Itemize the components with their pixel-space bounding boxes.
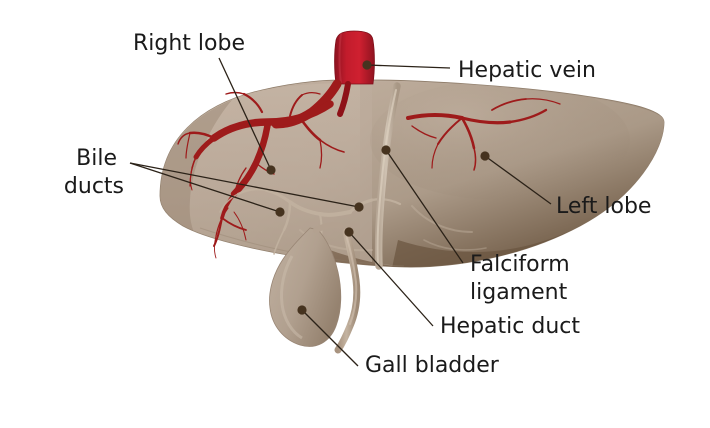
leader-falciform-ligament bbox=[385, 149, 464, 264]
label-gall-bladder: Gall bladder bbox=[365, 353, 500, 378]
label-hepatic-duct: Hepatic duct bbox=[440, 314, 580, 339]
leader-hepatic-duct bbox=[348, 231, 434, 327]
hepatic-duct-tube bbox=[334, 228, 361, 354]
marker-dots bbox=[266, 60, 490, 315]
label-left-lobe: Left lobe bbox=[556, 194, 651, 219]
label-bile-ducts-line-0: Bile bbox=[76, 146, 117, 171]
gallbladder-sac bbox=[269, 222, 343, 347]
label-falciform-ligament-line-1: ligament bbox=[470, 280, 568, 305]
marker-dot-gall-bladder bbox=[297, 305, 307, 315]
leader-right-lobe bbox=[218, 57, 272, 171]
label-falciform-ligament-line-0: Falciform bbox=[470, 252, 570, 277]
labels: Right lobe Hepatic vein Bile ducts Left … bbox=[64, 31, 652, 378]
marker-dot-hepatic-duct bbox=[344, 227, 354, 237]
marker-dot-hepatic-vein bbox=[362, 60, 372, 70]
leader-lines bbox=[129, 57, 552, 367]
label-hepatic-vein-line-0: Hepatic vein bbox=[458, 58, 596, 83]
marker-dot-bile-ducts-lower bbox=[354, 202, 364, 212]
label-right-lobe: Right lobe bbox=[133, 31, 245, 56]
falciform-ligament-band bbox=[374, 82, 401, 270]
label-gall-bladder-line-0: Gall bladder bbox=[365, 353, 500, 378]
label-hepatic-vein: Hepatic vein bbox=[458, 58, 596, 83]
marker-dot-right-lobe bbox=[266, 165, 276, 175]
label-bile-ducts-line-1: ducts bbox=[64, 174, 124, 199]
marker-dot-bile-ducts-upper bbox=[275, 207, 285, 217]
label-bile-ducts: Bile ducts bbox=[64, 146, 124, 199]
leader-gall-bladder bbox=[301, 309, 359, 367]
marker-dot-left-lobe bbox=[480, 151, 490, 161]
leader-hepatic-vein bbox=[366, 64, 451, 69]
leader-bile-ducts-upper bbox=[129, 162, 281, 213]
label-right-lobe-line-0: Right lobe bbox=[133, 31, 245, 56]
left-lobe-vessels bbox=[406, 98, 561, 171]
leader-left-lobe bbox=[484, 155, 552, 205]
leader-bile-ducts-lower bbox=[129, 162, 360, 208]
portal-vein-branches bbox=[177, 91, 345, 259]
label-falciform-ligament: Falciform ligament bbox=[470, 252, 577, 305]
label-hepatic-duct-line-0: Hepatic duct bbox=[440, 314, 580, 339]
label-left-lobe-line-0: Left lobe bbox=[556, 194, 651, 219]
marker-dot-falciform-ligament bbox=[381, 145, 391, 155]
